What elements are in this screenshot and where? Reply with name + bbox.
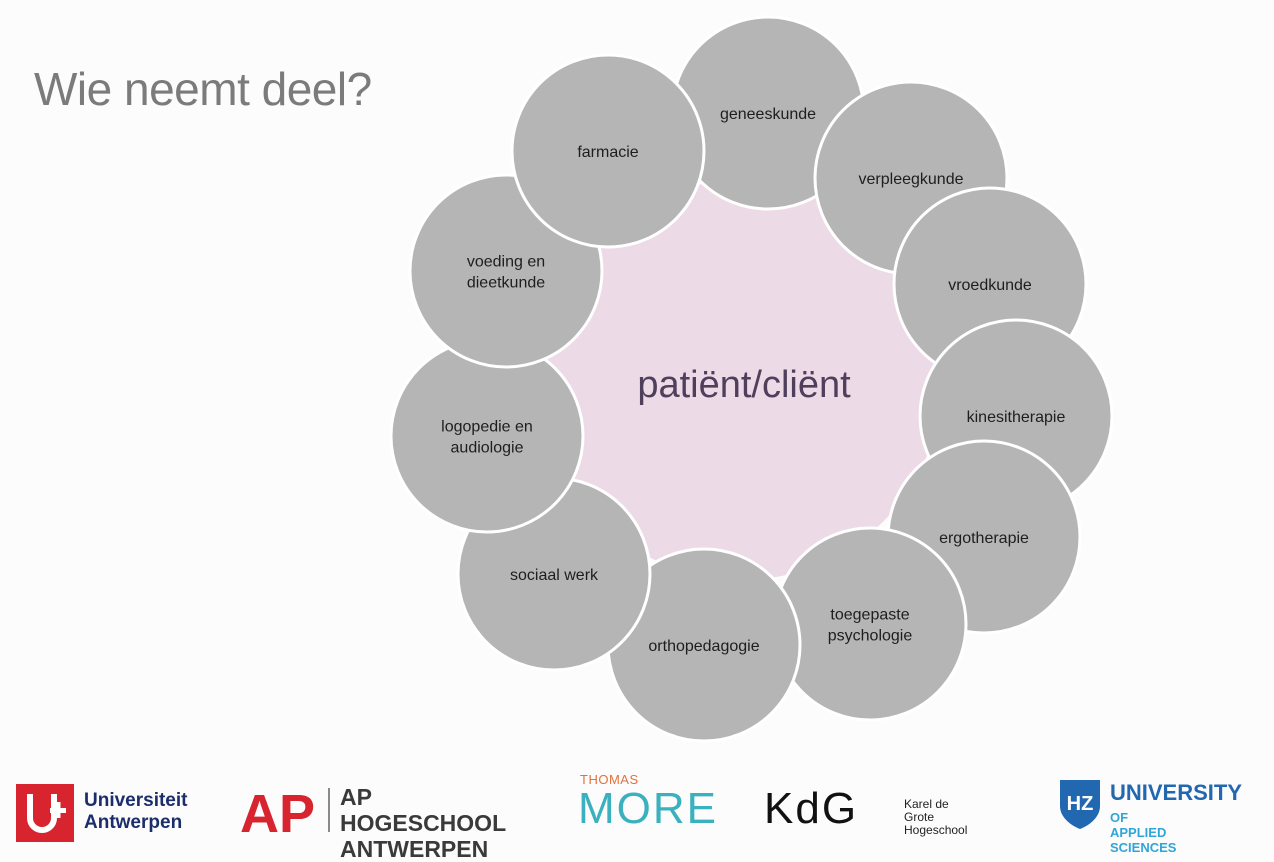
discipline-circle — [510, 53, 706, 249]
discipline-node: farmacie — [510, 53, 706, 249]
thomas-more-small: THOMAS — [580, 772, 639, 787]
ap-logo-icon: AP — [240, 784, 315, 842]
discipline-node: orthopedagogie — [606, 547, 802, 743]
kdg-line1: Karel de Grote — [904, 797, 949, 824]
discipline-label: farmacie — [577, 144, 638, 161]
thomas-more-big: MORE — [578, 784, 718, 833]
discipline-node: toegepaste psychologie — [772, 526, 968, 722]
ua-logo-icon — [16, 784, 74, 842]
hz-mark-text: HZ — [1067, 793, 1094, 815]
discipline-node: logopedie en audiologie — [389, 338, 585, 534]
ua-line1: Universiteit — [84, 790, 188, 811]
kdg-line2: Hogeschool — [904, 823, 968, 837]
discipline-label: voeding en — [467, 254, 545, 271]
ap-line1: AP HOGESCHOOL — [340, 784, 507, 836]
discipline-nodes: geneeskunde verpleegkunde vroedkunde kinesi… — [389, 15, 1114, 743]
center-label: patiënt/cliënt — [637, 364, 851, 406]
discipline-label: logopedie en — [441, 419, 533, 436]
discipline-label: ergotherapie — [939, 530, 1029, 547]
ap-mark-text: AP — [240, 784, 315, 842]
discipline-label: toegepaste — [830, 607, 909, 624]
hz-line1: UNIVERSITY — [1110, 780, 1243, 805]
discipline-label: psychologie — [828, 628, 913, 645]
discipline-label: kinesitherapie — [967, 409, 1066, 426]
participants-diagram: geneeskunde verpleegkunde vroedkunde kinesi… — [389, 15, 1114, 743]
ua-line2: Antwerpen — [84, 812, 183, 833]
discipline-label: verpleegkunde — [859, 171, 964, 188]
hz-shield-icon: HZ — [1060, 780, 1100, 829]
partner-logos: Universiteit Antwerpen AP AP HOGESCHOOL … — [0, 760, 1274, 862]
slide-title: Wie neemt deel? — [34, 63, 372, 115]
center-circle — [542, 180, 942, 580]
discipline-label: dieetkunde — [467, 275, 545, 292]
hz-line2: OF APPLIED SCIENCES — [1110, 810, 1177, 855]
discipline-circle — [389, 338, 585, 534]
discipline-label: vroedkunde — [948, 277, 1032, 294]
kdg-mark: KdG — [764, 784, 859, 833]
discipline-circle — [772, 526, 968, 722]
ap-divider — [328, 788, 330, 832]
discipline-label: geneeskunde — [720, 106, 816, 123]
discipline-label: audiologie — [451, 440, 524, 457]
discipline-label: sociaal werk — [510, 567, 599, 584]
ap-line2: ANTWERPEN — [340, 836, 489, 862]
discipline-label: orthopedagogie — [648, 638, 759, 655]
